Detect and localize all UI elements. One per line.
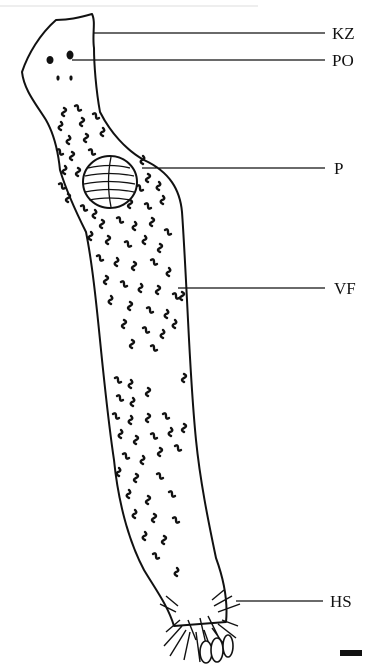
follicle-mark [66,194,70,202]
eye-spot [47,56,54,64]
follicle-mark [106,236,110,244]
follicle-mark [137,185,143,190]
follicle-mark [162,536,166,544]
eye-spot [67,51,74,60]
follicle-mark [134,436,138,444]
follicle-mark [127,490,131,498]
follicle-mark [128,302,132,310]
follicle-mark [62,108,66,116]
label-hs: HS [330,592,352,611]
follicle-mark [158,244,162,252]
label-po: PO [332,51,354,70]
scale-bar [340,650,362,656]
follicle-mark [150,218,154,226]
follicle-mark [156,286,160,294]
follicle-mark [80,118,84,126]
follicle-mark [67,136,71,144]
follicle-mark [169,491,175,496]
label-p: P [334,159,343,178]
label-kz: KZ [332,24,355,43]
follicle-mark [89,149,95,154]
follicle-mark [76,168,80,176]
follicle-mark [158,448,162,456]
follicle-mark [182,374,186,382]
follicle-mark [175,445,181,450]
follicle-mark [117,468,121,476]
follicle-mark [175,568,179,576]
follicle-mark [165,310,169,318]
follicle-mark [133,222,137,230]
follicle-mark [157,473,163,478]
follicle-mark [152,514,156,522]
follicle-mark [165,229,171,234]
follicle-mark [182,424,186,432]
eye-spot [56,75,59,80]
follicle-mark [75,105,81,110]
follicle-mark [133,510,137,518]
follicle-mark [129,380,133,388]
follicle-mark [146,496,150,504]
follicle-mark [139,284,143,292]
follicle-mark [141,156,145,164]
follicle-mark [146,414,150,422]
follicle-mark [93,113,99,118]
follicle-mark [59,122,63,130]
follicle-mark [173,517,179,522]
follicle-mark [173,320,177,328]
follicle-mark [153,553,159,558]
follicle-mark [121,281,127,286]
follicle-mark [151,433,157,438]
follicle-mark [104,276,108,284]
follicle-mark [163,413,169,418]
follicle-mark [151,345,157,350]
follicle-mark [141,456,145,464]
follicle-mark [115,258,119,266]
follicle-mark [129,416,133,424]
follicle-mark [122,320,126,328]
follicle-mark [89,232,93,240]
follicle-mark [132,262,136,270]
follicle-mark [146,388,150,396]
follicle-mark [100,220,104,228]
follicle-mark [93,210,97,218]
follicle-mark [134,474,138,482]
follicle-mark [84,134,88,142]
follicle-mark [117,217,123,222]
follicle-mark [145,203,151,208]
follicle-mark [113,413,119,418]
follicle-mark [123,453,129,458]
follicle-mark [101,128,105,136]
follicle-mark [167,268,171,276]
follicle-mark [143,532,147,540]
follicle-mark [70,152,74,160]
follicle-mark [147,307,153,312]
follicle-mark [131,398,135,406]
follicle-mark [97,255,103,260]
follicle-mark [169,428,173,436]
follicle-mark [180,292,184,300]
follicle-mark [157,182,161,190]
follicle-mark [119,430,123,438]
follicle-mark [125,241,131,246]
label-vf: VF [334,279,356,298]
follicle-mark [143,236,147,244]
follicle-mark [117,395,123,400]
follicle-mark [63,166,67,174]
follicle-mark [81,205,87,210]
follicle-mark [146,174,150,182]
follicle-mark [161,196,165,204]
follicle-mark [115,377,121,382]
follicle-mark [143,327,149,332]
follicle-mark [173,293,179,298]
follicle-mark [109,296,113,304]
eye-spot [69,75,72,80]
follicle-mark [161,330,165,338]
follicle-mark [151,259,157,264]
follicle-mark [130,340,134,348]
